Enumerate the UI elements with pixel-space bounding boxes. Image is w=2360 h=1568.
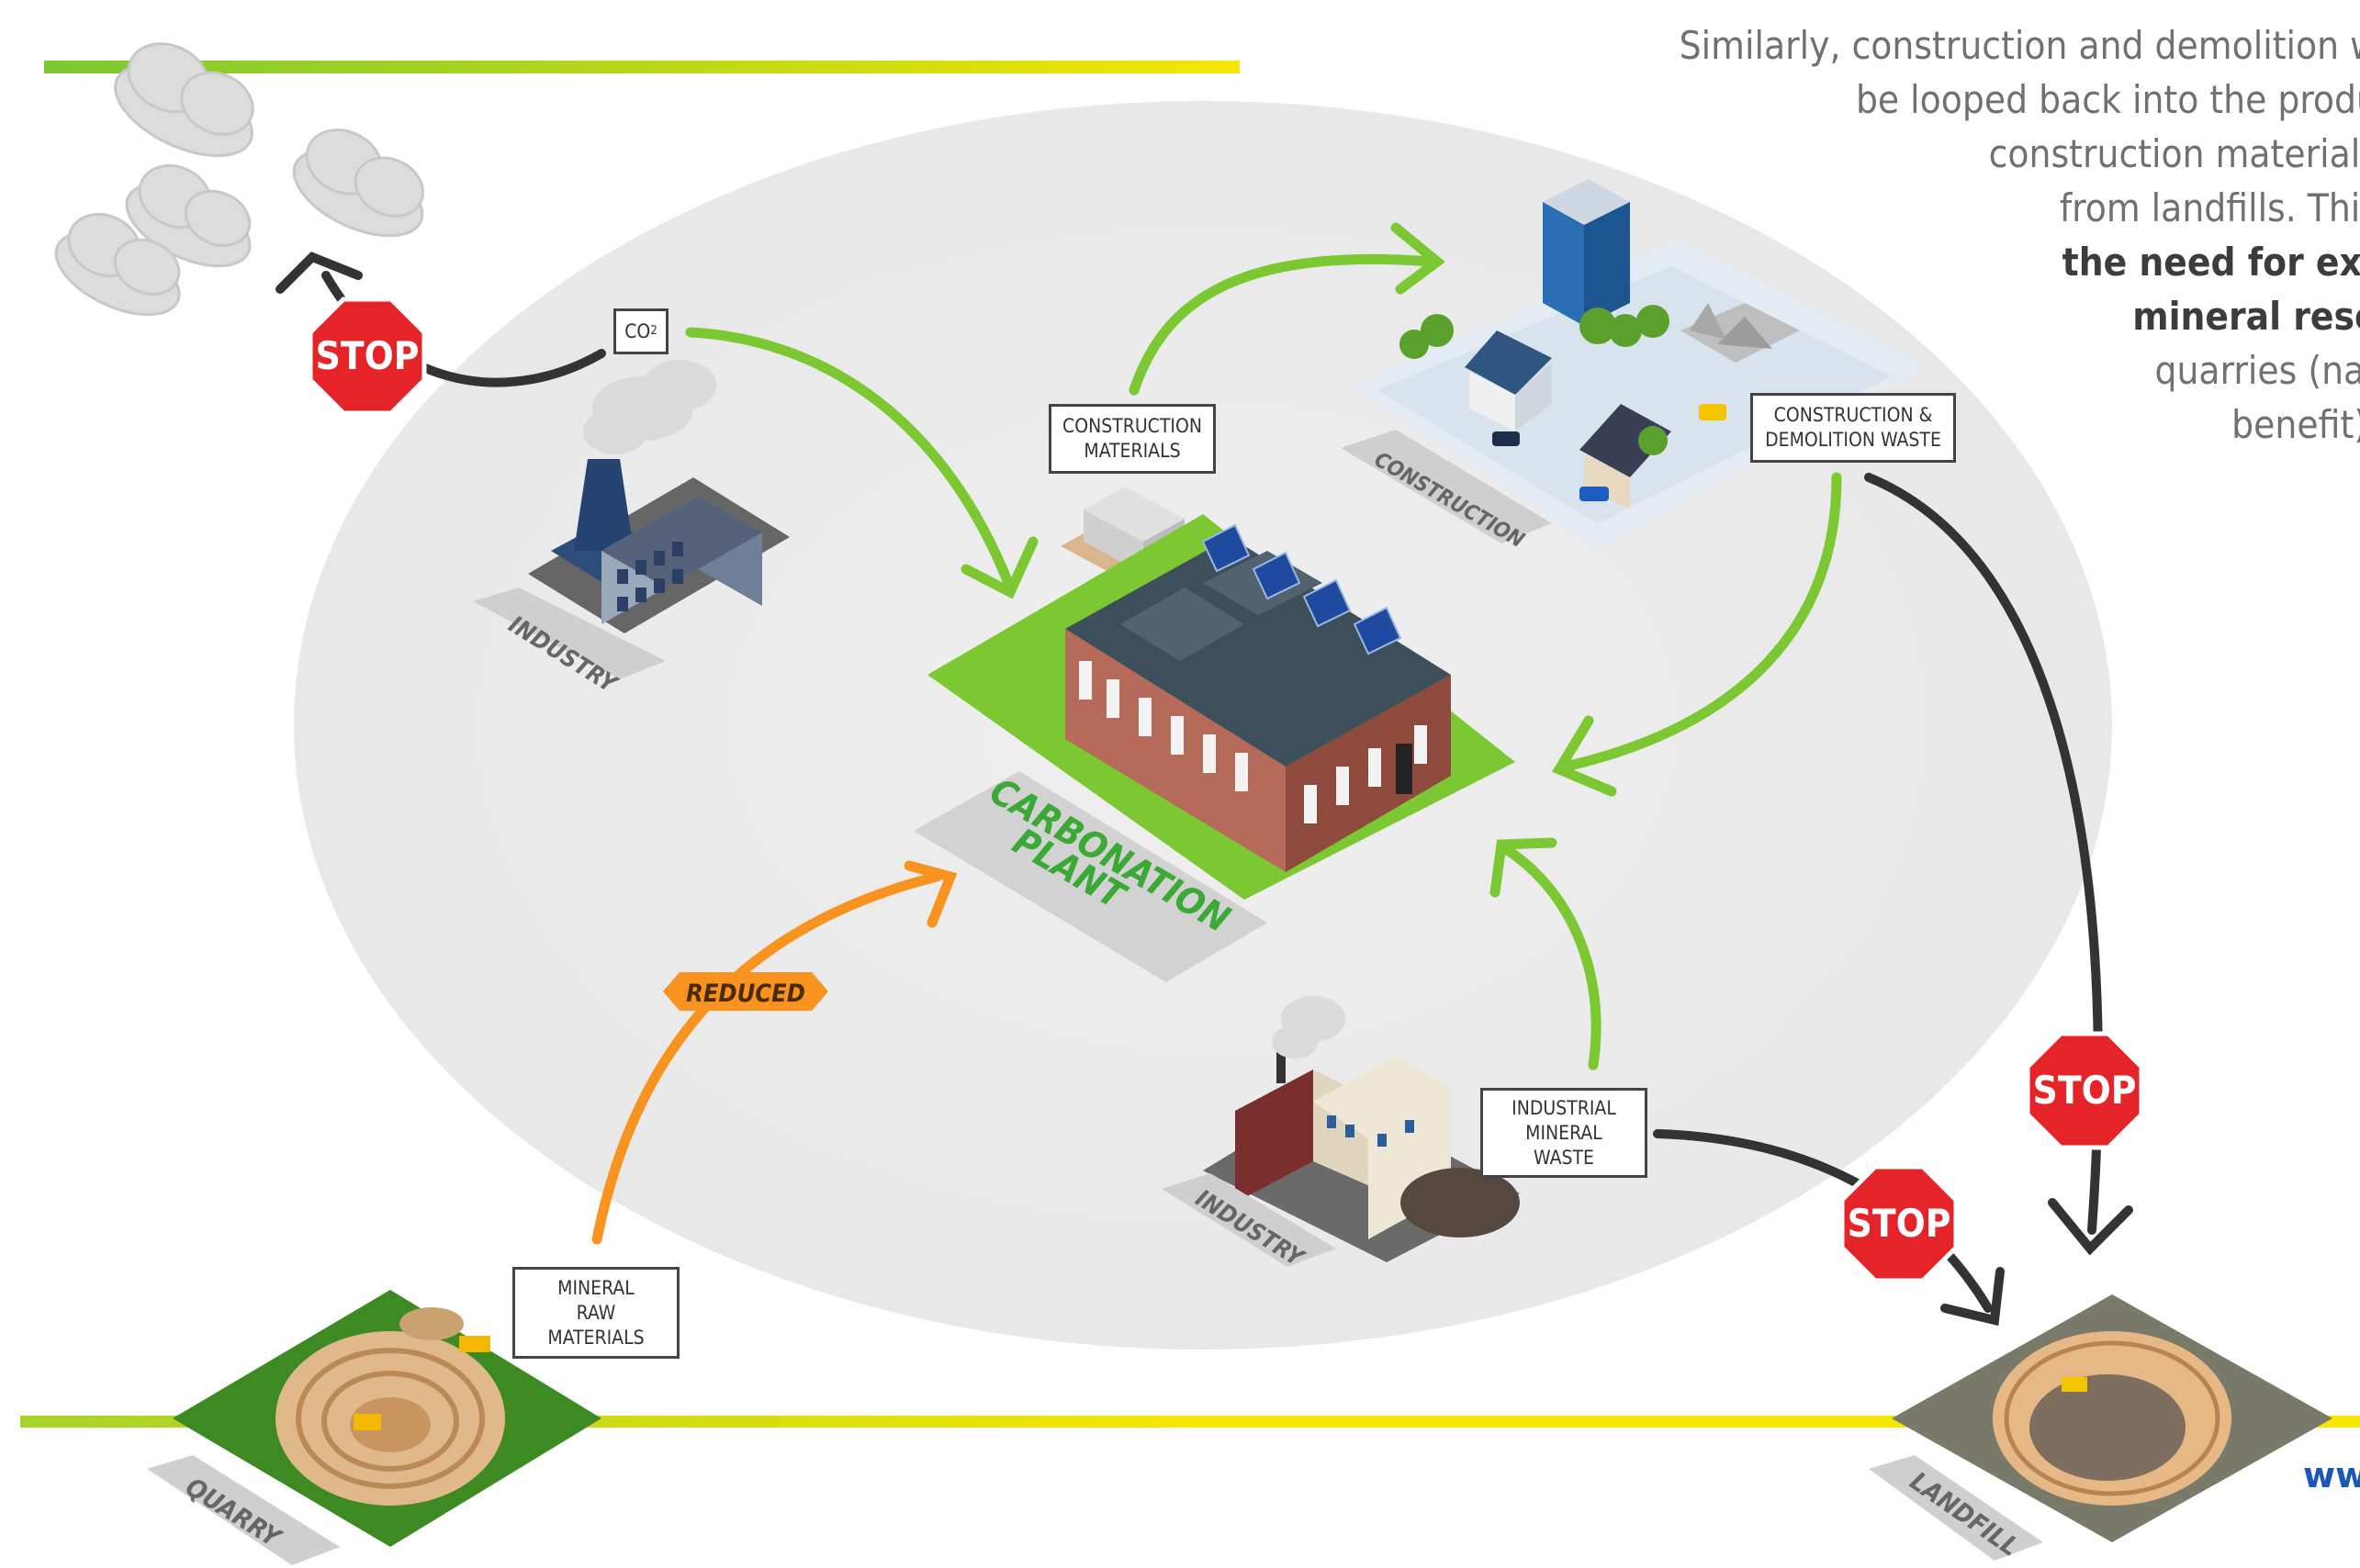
arrow-plant-to-construction bbox=[1129, 222, 1445, 396]
construction-materials-label: CONSTRUCTION MATERIALS bbox=[1049, 404, 1216, 474]
mineral-raw-materials-label: MINERAL RAW MATERIALS bbox=[512, 1267, 680, 1359]
industry-bottom-illustration bbox=[1203, 996, 1520, 1262]
stop-text: STOP bbox=[2033, 1068, 2137, 1113]
co2-label-text: CO bbox=[624, 319, 651, 342]
landfill-illustration bbox=[1892, 1294, 2332, 1542]
arrow-cd-waste-to-plant bbox=[1552, 472, 1842, 797]
intro-line: mineral reso bbox=[2132, 294, 2360, 339]
quarry-illustration bbox=[173, 1290, 601, 1547]
cloud-group bbox=[54, 42, 425, 317]
intro-line: be looped back into the produ bbox=[1855, 77, 2360, 122]
intro-line: benefit). bbox=[2231, 402, 2360, 447]
cloud-icon bbox=[114, 42, 254, 158]
stop-sign-cd-waste: STOP bbox=[2025, 1031, 2144, 1150]
stop-text: STOP bbox=[316, 333, 420, 378]
bottom-gradient-band bbox=[20, 1416, 2360, 1428]
intro-line: the need for ext bbox=[2062, 240, 2360, 285]
cd-waste-label: CONSTRUCTION & DEMOLITION WASTE bbox=[1750, 393, 1956, 463]
intro-line: Similarly, construction and demolition w bbox=[1679, 23, 2360, 68]
top-gradient-band bbox=[44, 61, 1240, 73]
stop-sign-industrial-waste: STOP bbox=[1839, 1164, 1959, 1283]
stop-text: STOP bbox=[1848, 1201, 1951, 1246]
arrow-co2-to-plant bbox=[685, 327, 1039, 599]
industrial-mineral-waste-label: INDUSTRIAL MINERAL WASTE bbox=[1480, 1088, 1647, 1178]
url-fragment[interactable]: ww bbox=[2303, 1455, 2360, 1495]
intro-text-block: Similarly, construction and demolition w… bbox=[1644, 18, 2360, 459]
industry-top-illustration bbox=[528, 360, 790, 633]
reduced-badge: REDUCED bbox=[663, 972, 828, 1011]
arrow-industrial-waste-to-plant bbox=[1489, 837, 1601, 1070]
intro-line: from landfills. This bbox=[2059, 185, 2360, 230]
carbonation-plant-illustration bbox=[927, 514, 1515, 900]
cloud-icon bbox=[292, 129, 425, 238]
intro-line: quarries (nat bbox=[2154, 348, 2360, 393]
construction-district bbox=[1350, 179, 1928, 551]
intro-line: construction materials bbox=[1988, 131, 2360, 176]
reduced-text: REDUCED bbox=[686, 980, 805, 1008]
stop-sign-atmosphere: STOP bbox=[308, 297, 427, 416]
arrow-industrial-waste-to-landfill bbox=[1653, 1129, 2005, 1327]
cloud-icon bbox=[54, 213, 181, 317]
